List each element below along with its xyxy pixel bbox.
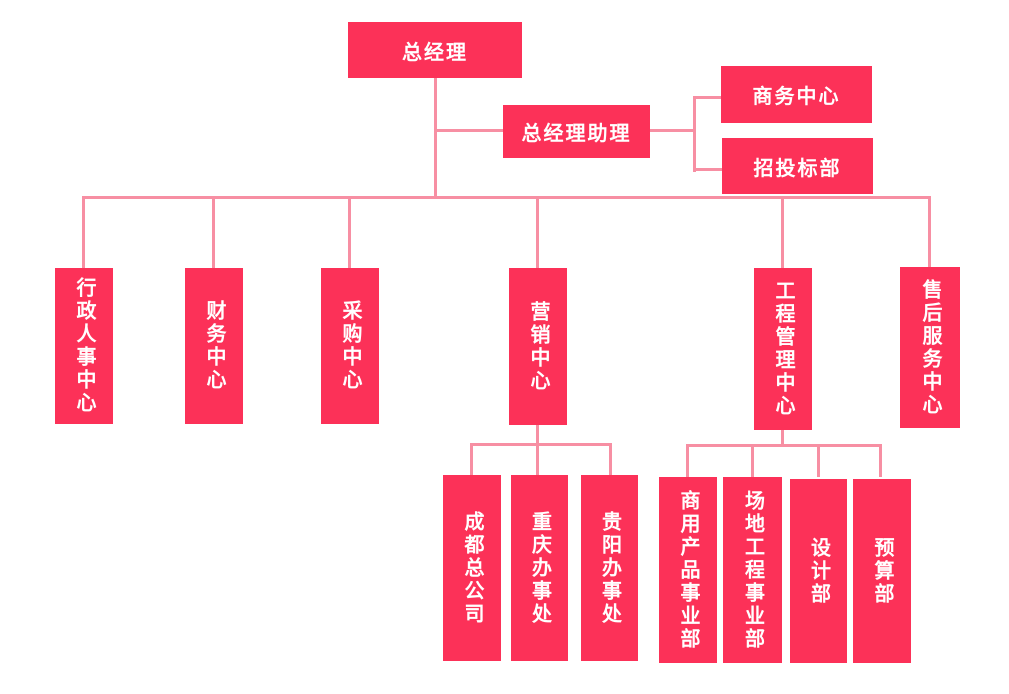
- connector-line: [781, 430, 784, 444]
- connector-line: [696, 96, 721, 99]
- node-finance-center: 财务中心: [185, 268, 243, 424]
- node-commercial-products-div: 商用产品事业部: [659, 477, 717, 663]
- node-label: 商务中心: [752, 86, 841, 108]
- connector-line: [470, 443, 612, 446]
- node-chengdu-hq: 成都总公司: [443, 475, 501, 661]
- node-procurement-center: 采购中心: [321, 268, 379, 424]
- connector-line: [536, 199, 539, 268]
- connector-line: [82, 199, 85, 268]
- connector-line: [928, 199, 931, 267]
- connector-line: [536, 446, 539, 475]
- node-label: 设计部: [807, 536, 830, 606]
- node-label: 采购中心: [339, 300, 361, 392]
- connector-line: [470, 446, 473, 475]
- node-label: 场地工程事业部: [741, 489, 764, 651]
- connector-line: [434, 129, 504, 132]
- node-label: 营销中心: [527, 300, 549, 393]
- node-label: 预算部: [871, 536, 893, 606]
- node-general-manager: 总经理: [348, 22, 522, 78]
- node-budget-dept: 预算部: [853, 479, 911, 663]
- node-label: 工程管理中心: [772, 280, 794, 418]
- connector-line: [693, 96, 696, 172]
- node-business-center: 商务中心: [721, 66, 872, 123]
- node-label: 总经理: [402, 41, 468, 64]
- node-label: 总经理助理: [521, 123, 632, 145]
- connector-line: [348, 199, 351, 268]
- connector-line: [650, 129, 695, 132]
- node-chongqing-office: 重庆办事处: [511, 475, 568, 661]
- node-label: 重庆办事处: [528, 510, 551, 626]
- connector-line: [609, 446, 612, 475]
- connector-line: [536, 425, 539, 445]
- connector-line: [686, 447, 689, 477]
- connector-line: [781, 199, 784, 268]
- node-engineering-mgmt-center: 工程管理中心: [754, 268, 812, 430]
- node-label: 行政人事中心: [73, 277, 95, 415]
- node-site-engineering-div: 场地工程事业部: [723, 477, 782, 663]
- connector-line: [751, 447, 754, 477]
- connector-line: [434, 78, 437, 199]
- node-label: 财务中心: [203, 300, 225, 392]
- node-label: 招投标部: [753, 157, 842, 180]
- node-label: 贵阳办事处: [598, 510, 621, 626]
- connector-line: [879, 447, 882, 477]
- connector-line: [212, 199, 215, 268]
- node-admin-hr-center: 行政人事中心: [55, 268, 113, 424]
- node-label: 商用产品事业部: [677, 489, 699, 651]
- node-marketing-center: 营销中心: [509, 268, 567, 425]
- node-after-sales-center: 售后服务中心: [900, 267, 960, 428]
- node-design-dept: 设计部: [790, 479, 847, 663]
- connector-line: [817, 447, 820, 477]
- node-gm-assistant: 总经理助理: [503, 105, 650, 158]
- connector-line: [686, 444, 882, 447]
- node-bidding-dept: 招投标部: [722, 138, 873, 194]
- node-guiyang-office: 贵阳办事处: [581, 475, 638, 661]
- connector-line: [696, 168, 722, 171]
- connector-line: [82, 196, 931, 199]
- node-label: 成都总公司: [461, 510, 483, 626]
- node-label: 售后服务中心: [919, 278, 941, 417]
